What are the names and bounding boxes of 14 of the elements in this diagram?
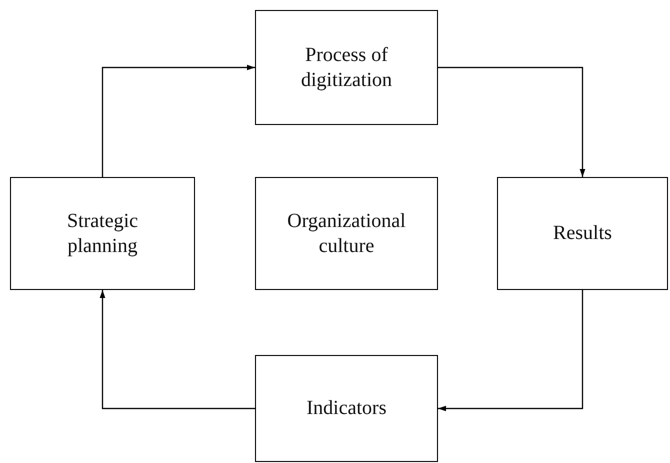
arrow	[100, 290, 255, 410]
process-box	[497, 177, 668, 290]
process-box	[255, 10, 438, 125]
arrow	[438, 290, 584, 412]
box-label: Strategic planning	[66, 208, 140, 258]
process-box	[10, 177, 195, 290]
box-label: Results	[552, 221, 613, 246]
box-label: Organizational culture	[286, 208, 407, 258]
box-label: Indicators	[306, 396, 388, 421]
arrow	[438, 66, 586, 177]
box-label: Process of digitization	[300, 42, 394, 92]
process-box	[255, 355, 438, 462]
process-box	[255, 177, 438, 290]
arrow	[102, 64, 255, 177]
